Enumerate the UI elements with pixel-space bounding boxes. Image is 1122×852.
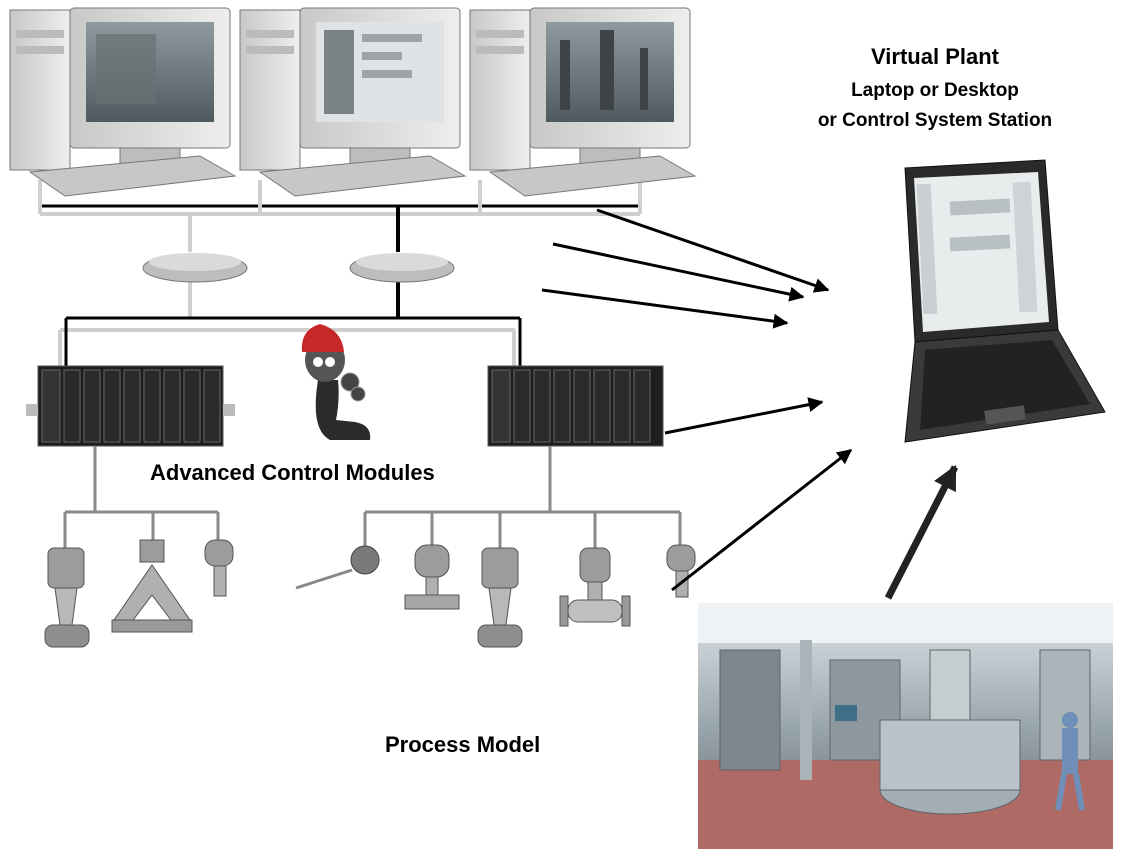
control-valve (477, 547, 523, 648)
pressure-transmitter (666, 544, 696, 598)
temperature-sensor (295, 545, 380, 590)
workstation-3 (469, 7, 697, 197)
workstation-data-to-laptop (596, 208, 830, 293)
control-valve (44, 547, 90, 648)
mascot-character (301, 324, 371, 440)
pressure-transmitter (204, 539, 234, 597)
data-flow-arrows (541, 208, 853, 592)
virtual-plant-laptop (904, 159, 1106, 443)
network-switch-2 (349, 253, 455, 283)
process-model-to-laptop (884, 464, 959, 600)
process-model-label: Process Model (385, 732, 541, 757)
advanced-control-modules-label: Advanced Control Modules (150, 460, 435, 485)
workstation-1 (9, 7, 237, 197)
controller-bus (58, 280, 522, 368)
virtual-plant-title: Virtual Plant (871, 44, 999, 69)
pressure-transmitter (404, 544, 460, 610)
field-wiring (63, 446, 682, 550)
workstation-2 (239, 7, 467, 197)
process-plant-photo (698, 603, 1113, 849)
workstation-bus (38, 180, 642, 252)
network-switch-1 (142, 253, 248, 283)
virtual-plant-subtitle-1: Laptop or Desktop (851, 80, 1019, 101)
switch-data-to-laptop (552, 242, 805, 302)
coriolis-flowmeter (111, 539, 193, 633)
controller-data-to-laptop (541, 288, 789, 329)
controller-rack-2 (487, 365, 664, 447)
controller-rack-1 (26, 365, 235, 447)
rack-data-to-laptop (664, 397, 824, 435)
vortex-flowmeter (559, 547, 631, 627)
field-device-data-to-laptop (671, 448, 853, 592)
virtual-plant-subtitle-2: or Control System Station (817, 110, 1053, 131)
